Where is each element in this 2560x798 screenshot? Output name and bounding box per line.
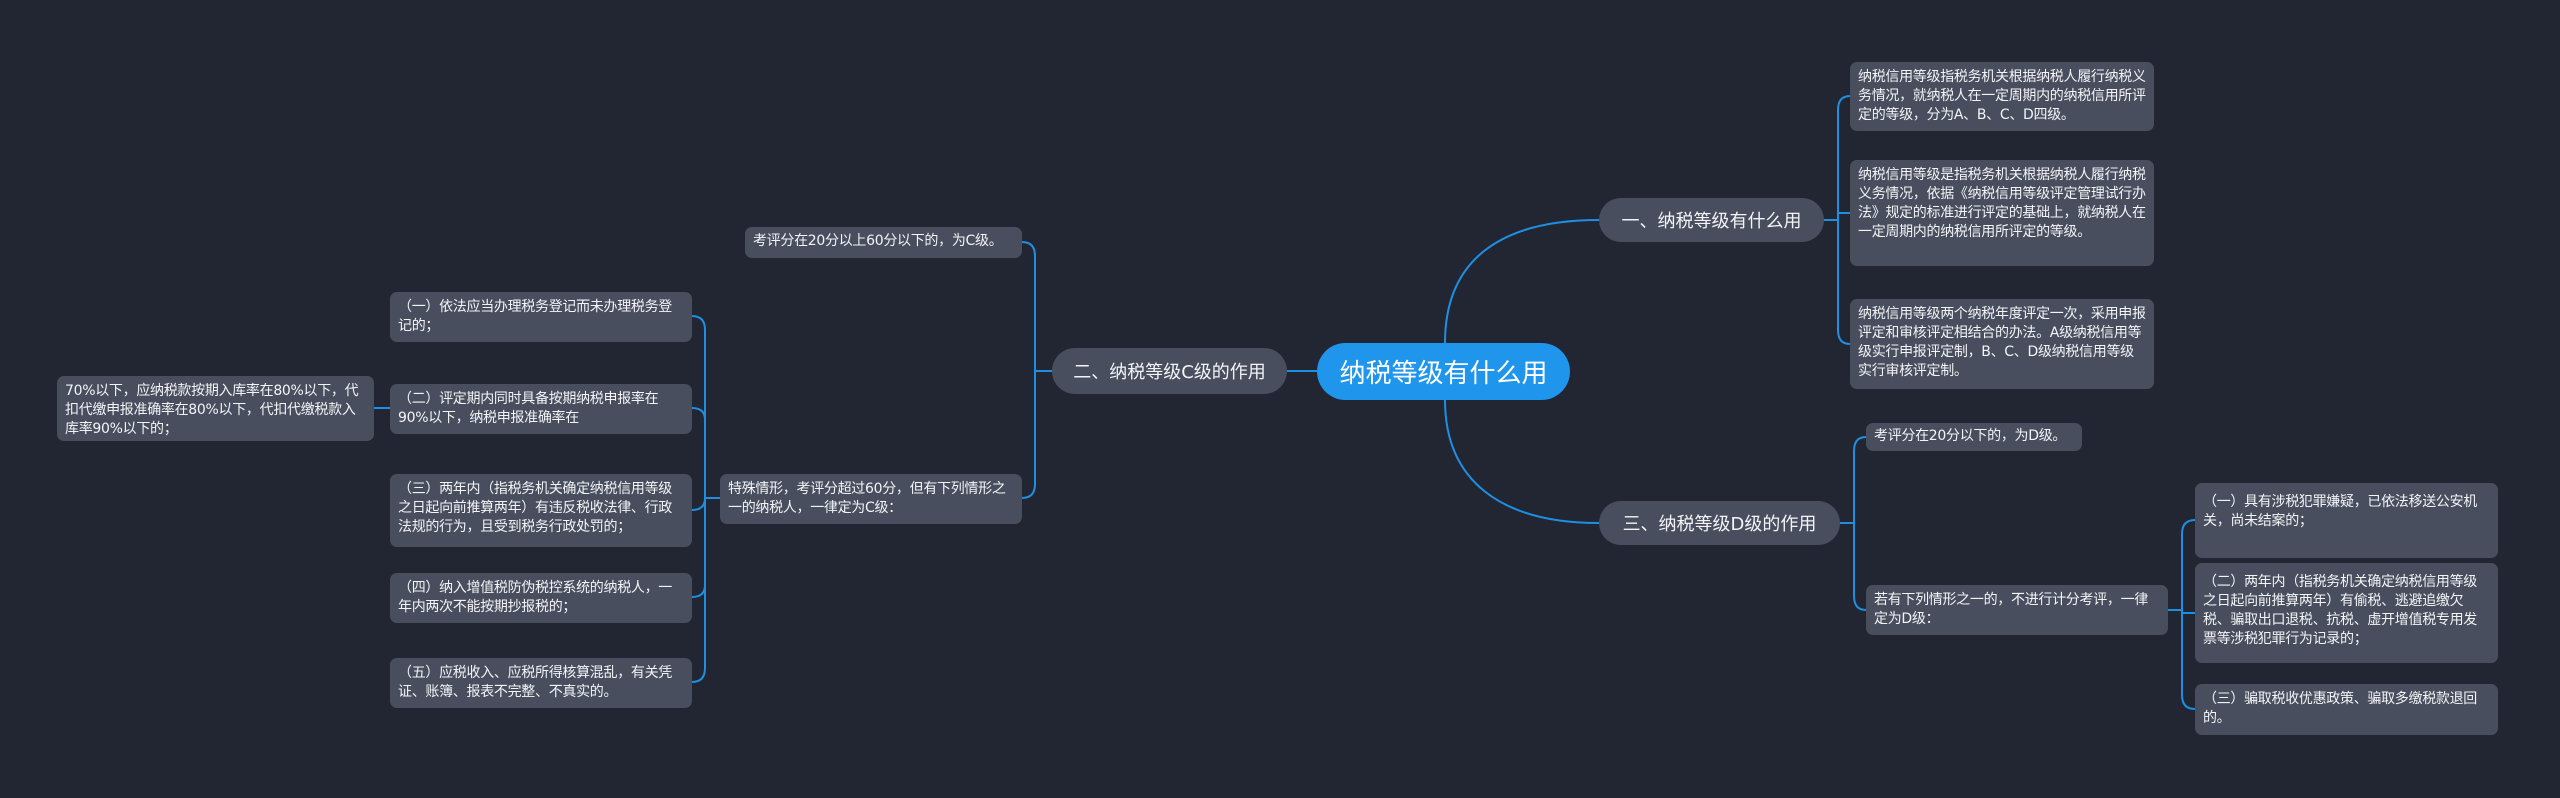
leaf-node[interactable]: 考评分在20分以下的，为D级。 <box>1866 423 2082 451</box>
leaf-node[interactable]: 特殊情形，考评分超过60分，但有下列情形之一的纳税人，一律定为C级： <box>720 474 1022 524</box>
leaf-node[interactable]: 70%以下，应纳税款按期入库率在80%以下，代扣代缴申报准确率在80%以下，代扣… <box>57 376 374 441</box>
leaf-node[interactable]: 考评分在20分以上60分以下的，为C级。 <box>745 227 1022 258</box>
leaf-node[interactable]: 纳税信用等级指税务机关根据纳税人履行纳税义务情况，就纳税人在一定周期内的纳税信用… <box>1850 62 2154 131</box>
branch-label: 三、纳税等级D级的作用 <box>1622 514 1817 535</box>
leaf-node[interactable]: （一）依法应当办理税务登记而未办理税务登记的； <box>390 292 692 342</box>
leaf-node[interactable]: （三）两年内（指税务机关确定纳税信用等级之日起向前推算两年）有违反税收法律、行政… <box>390 474 692 547</box>
leaf-node[interactable]: （五）应税收入、应税所得核算混乱，有关凭证、账簿、报表不完整、不真实的。 <box>390 658 692 708</box>
connector <box>1824 95 1851 345</box>
root-topic[interactable]: 纳税等级有什么用 <box>1317 343 1570 400</box>
leaf-node[interactable]: 若有下列情形之一的，不进行计分考评，一律定为D级： <box>1866 585 2168 635</box>
leaf-node[interactable]: （三）骗取税收优惠政策、骗取多缴税款退回的。 <box>2195 684 2498 735</box>
branch-label: 二、纳税等级C级的作用 <box>1073 362 1266 383</box>
leaf-node[interactable]: （四）纳入增值税防伪税控系统的纳税人，一年内两次不能按期抄报税的； <box>390 573 692 623</box>
connector <box>691 315 720 683</box>
branch-label: 一、纳税等级有什么用 <box>1621 211 1802 232</box>
connector <box>1021 241 1052 499</box>
connector <box>1840 436 1867 611</box>
connector <box>1444 399 1600 524</box>
leaf-node[interactable]: 纳税信用等级两个纳税年度评定一次，采用申报评定和审核评定相结合的办法。A级纳税信… <box>1850 299 2154 389</box>
leaf-node[interactable]: （二）评定期内同时具备按期纳税申报率在90%以下，纳税申报准确率在 <box>390 384 692 434</box>
branch-d-grade[interactable]: 三、纳税等级D级的作用 <box>1599 501 1840 545</box>
connector <box>1444 219 1600 344</box>
leaf-node[interactable]: 纳税信用等级是指税务机关根据纳税人履行纳税义务情况，依据《纳税信用等级评定管理试… <box>1850 160 2154 266</box>
leaf-node[interactable]: （一）具有涉税犯罪嫌疑，已依法移送公安机关，尚未结案的； <box>2195 483 2498 558</box>
leaf-node[interactable]: （二）两年内（指税务机关确定纳税信用等级之日起向前推算两年）有偷税、逃避追缴欠税… <box>2195 563 2498 663</box>
root-label: 纳税等级有什么用 <box>1339 359 1548 389</box>
branch-what-for[interactable]: 一、纳税等级有什么用 <box>1599 198 1824 242</box>
connector <box>2168 519 2196 710</box>
branch-c-grade[interactable]: 二、纳税等级C级的作用 <box>1052 348 1287 394</box>
